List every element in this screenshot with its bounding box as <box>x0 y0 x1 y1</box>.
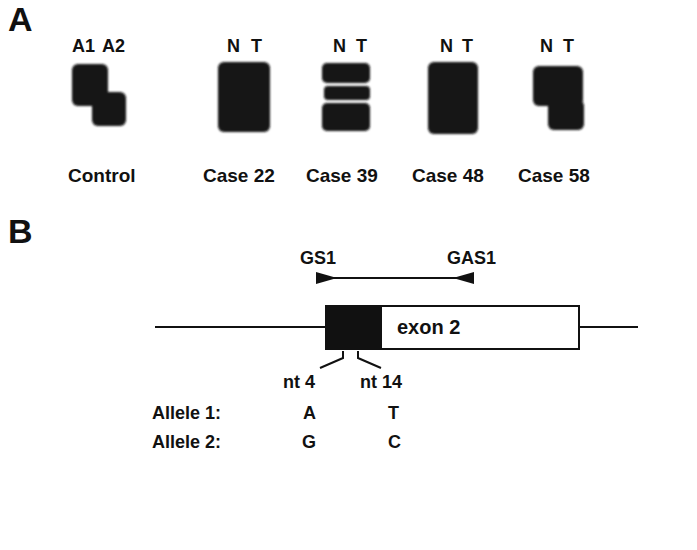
gel-bands <box>72 62 584 134</box>
exon-box: exon 2 <box>325 305 580 350</box>
coding-region <box>327 307 382 348</box>
lane-label: N <box>440 36 453 57</box>
gel-band <box>322 103 370 131</box>
lane-label: T <box>251 36 262 57</box>
allele-label: Allele 2: <box>152 432 221 453</box>
lane-label: N <box>540 36 553 57</box>
gel-band <box>428 62 478 134</box>
lane-label: T <box>462 36 473 57</box>
primer-label: GAS1 <box>447 248 496 269</box>
allele-label: Allele 1: <box>152 403 221 424</box>
lane-label: A1 <box>72 36 95 57</box>
base-label: T <box>388 403 399 424</box>
sample-label: Case 22 <box>203 165 275 187</box>
sample-label: Case 48 <box>412 165 484 187</box>
primer-arrow <box>316 272 337 284</box>
position-label: nt 14 <box>360 372 402 393</box>
sample-label: Control <box>68 165 136 187</box>
gel-band <box>218 62 270 132</box>
gel-band <box>324 86 370 100</box>
lane-label: A2 <box>102 36 125 57</box>
gel-band <box>548 100 584 130</box>
base-label: G <box>302 432 316 453</box>
lane-label: T <box>563 36 574 57</box>
base-label: A <box>303 403 316 424</box>
leader-line <box>358 351 381 368</box>
leader-line <box>320 351 343 368</box>
sample-label: Case 39 <box>306 165 378 187</box>
lane-label: N <box>333 36 346 57</box>
base-label: C <box>388 432 401 453</box>
pcr-product-line <box>318 277 472 279</box>
gel-band <box>322 63 370 83</box>
gel-band <box>92 92 126 126</box>
sample-label: Case 58 <box>518 165 590 187</box>
primer-arrow <box>453 272 474 284</box>
exon-label: exon 2 <box>397 316 460 339</box>
primer-label: GS1 <box>300 248 336 269</box>
lane-label: T <box>356 36 367 57</box>
panel-letter: A <box>8 0 33 39</box>
panel-letter: B <box>8 212 33 251</box>
position-label: nt 4 <box>283 372 315 393</box>
lane-label: N <box>227 36 240 57</box>
